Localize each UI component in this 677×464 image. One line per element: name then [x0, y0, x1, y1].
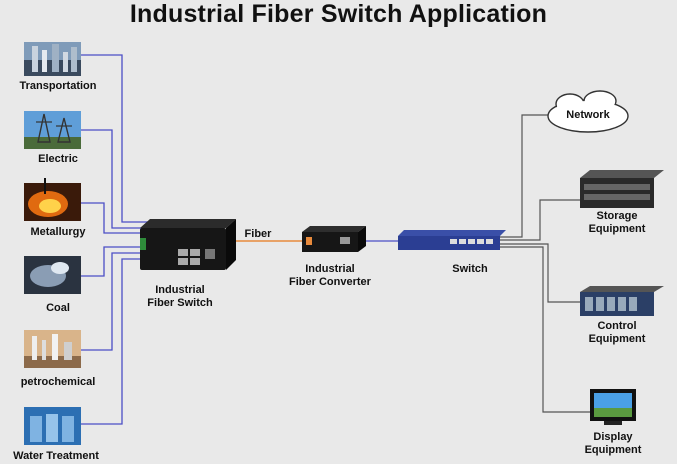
control-label-line2: Equipment [588, 333, 646, 345]
storage-label: Storage Equipment [572, 210, 662, 236]
display-monitor-icon [590, 389, 636, 425]
refinery-icon [24, 330, 81, 368]
control-server-icon [580, 286, 664, 316]
fiber-switch-label: Industrial Fiber Switch [130, 284, 230, 310]
fiber-switch-label-line2: Fiber Switch [147, 297, 213, 309]
converter-label: Industrial Fiber Converter [280, 263, 380, 289]
fiber-converter-device [302, 226, 366, 252]
source-label-petrochemical: petrochemical [20, 376, 96, 388]
switch-label: Switch [452, 263, 488, 275]
water-tank-icon [24, 407, 81, 445]
fiber-switch-label-line1: Industrial [155, 284, 205, 296]
source-label-electric: Electric [38, 153, 78, 165]
source-label-metallurgy: Metallurgy [30, 226, 86, 238]
control-label-line1: Control [597, 320, 637, 332]
network-label: Network [566, 109, 610, 121]
mine-icon [24, 256, 81, 294]
fiber-switch-device [140, 219, 236, 270]
source-label-transportation: Transportation [19, 80, 97, 92]
display-label-line1: Display [593, 431, 633, 443]
storage-label-line1: Storage [596, 210, 638, 222]
storage-server-icon [580, 170, 664, 208]
display-label: Display Equipment [568, 431, 658, 457]
storage-label-line2: Equipment [588, 223, 646, 235]
converter-label-line2: Fiber Converter [289, 276, 371, 288]
source-label-coal: Coal [46, 302, 70, 314]
trunk-links [500, 114, 590, 413]
converter-label-line1: Industrial [305, 263, 355, 275]
control-label: Control Equipment [572, 320, 662, 346]
network-cloud-icon [547, 90, 629, 133]
diagram-title: Industrial Fiber Switch Application [129, 0, 548, 28]
source-label-water-treatment: Water Treatment [13, 450, 99, 462]
furnace-icon [24, 178, 81, 221]
fiber-link-label: Fiber [244, 228, 272, 240]
switch-device [398, 230, 506, 250]
city-icon [24, 42, 81, 76]
power-tower-icon [24, 111, 81, 149]
copper-links [81, 54, 150, 425]
display-label-line2: Equipment [584, 444, 642, 456]
